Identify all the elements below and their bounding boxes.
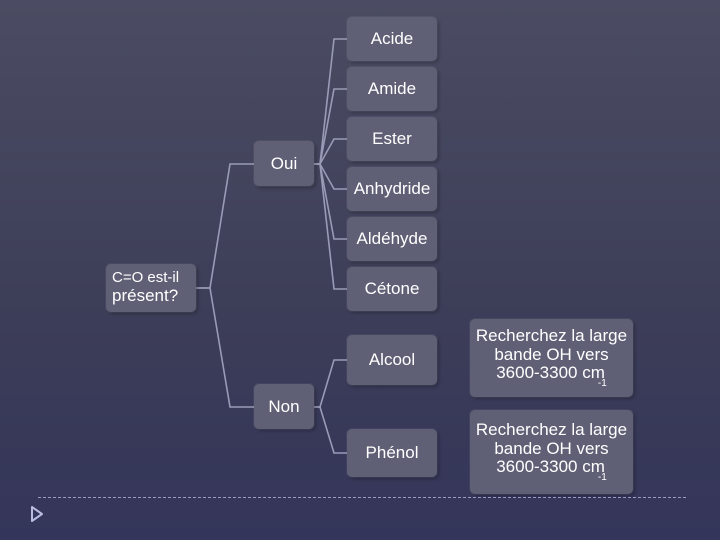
leaf-ester: Ester [347, 117, 437, 161]
connector-root-oui [196, 163, 254, 289]
leaf-anhydride-label: Anhydride [353, 179, 431, 198]
note-alcool: Recherchez la large bande OH vers 3600-3… [470, 319, 633, 397]
branch-non-label: Non [268, 396, 300, 416]
leaf-aldehyde-label: Aldéhyde [356, 229, 428, 248]
leaf-acide: Acide [347, 17, 437, 61]
leaf-anhydride: Anhydride [347, 167, 437, 211]
dashed-divider [38, 497, 686, 498]
root-question-line2: présent? [112, 285, 179, 305]
connector-oui-cetone [314, 163, 347, 290]
note-phenol-text: Recherchez la large bande OH vers 3600-3… [475, 419, 628, 477]
connector-oui-amide [314, 88, 347, 165]
root-question-line1: C=O est-il [112, 269, 180, 287]
leaf-cetone-label: Cétone [364, 279, 420, 298]
note-phenol-exponent: -1 [597, 472, 607, 484]
leaf-cetone: Cétone [347, 267, 437, 311]
connector-oui-anhydride [314, 163, 347, 190]
leaf-alcool-label: Alcool [368, 350, 416, 369]
branch-oui-label: Oui [270, 153, 298, 173]
leaf-acide-label: Acide [370, 29, 414, 48]
triangle-right-icon [31, 506, 43, 522]
connector-oui-ester [314, 138, 347, 165]
leaf-alcool: Alcool [347, 335, 437, 385]
note-phenol: Recherchez la large bande OH vers 3600-3… [470, 410, 633, 494]
leaf-ester-label: Ester [372, 129, 412, 148]
leaf-phenol-label: Phénol [365, 443, 419, 462]
leaf-phenol: Phénol [347, 429, 437, 477]
branch-oui-node: Oui [254, 141, 314, 186]
note-alcool-text: Recherchez la large bande OH vers 3600-3… [475, 325, 628, 383]
leaf-amide-label: Amide [367, 79, 417, 98]
leaf-aldehyde: Aldéhyde [347, 217, 437, 261]
connector-non-alcool [314, 359, 347, 408]
connector-non-phenol [314, 406, 347, 454]
note-alcool-exponent: -1 [597, 378, 607, 390]
connector-oui-aldehyde [314, 163, 347, 240]
leaf-amide: Amide [347, 67, 437, 111]
root-question-node: C=O est-il présent? [106, 264, 196, 312]
branch-non-node: Non [254, 384, 314, 429]
connector-root-non [196, 287, 254, 408]
